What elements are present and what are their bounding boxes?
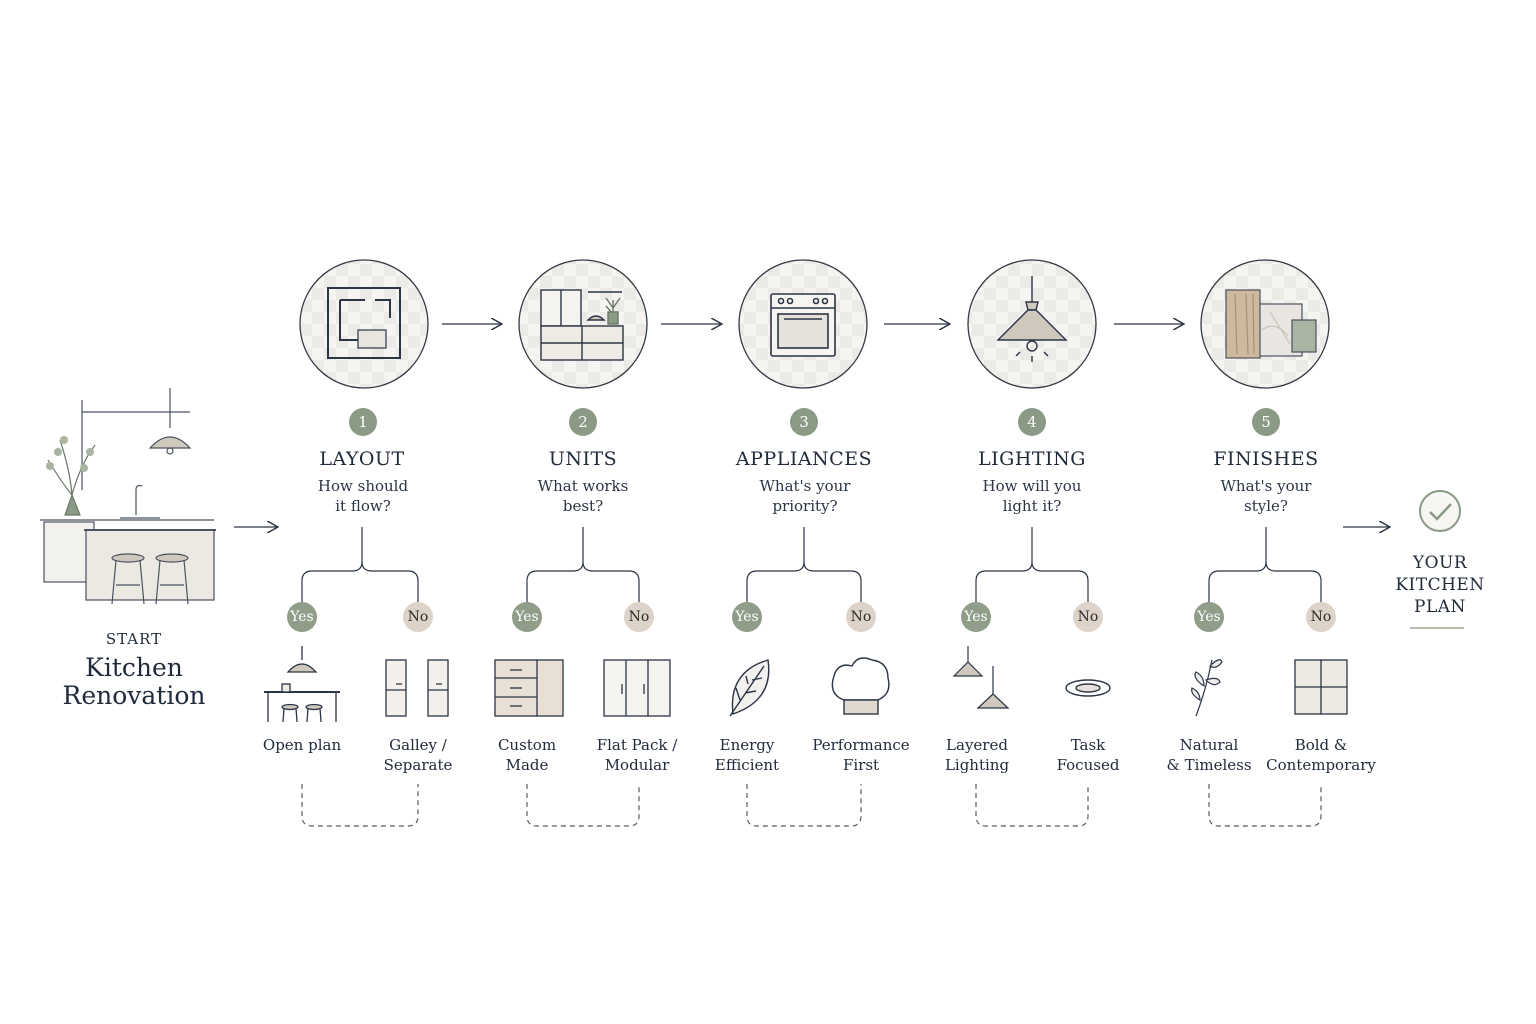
step-2-yes-option-line-2: Made — [505, 756, 549, 774]
step-5-no-option-line-2: Contemporary — [1266, 756, 1376, 774]
step-2-no-badge: No — [624, 602, 654, 632]
start-title-line-1: Kitchen — [85, 653, 183, 682]
step-3-yes-badge: Yes — [732, 602, 762, 632]
step-4-no-badge: No — [1073, 602, 1103, 632]
step-1-title: LAYOUT — [319, 448, 405, 470]
step-5-title: FINISHES — [1213, 448, 1319, 470]
step-2-circle — [518, 259, 648, 389]
chef-hat-icon — [831, 657, 890, 715]
step-5-number-badge: 5 — [1252, 408, 1280, 436]
step-1-circle — [299, 259, 429, 389]
step-2-no-option-line-1: Flat Pack / — [596, 736, 678, 754]
step-3-question-line-1: What's your — [759, 477, 851, 495]
start-kicker: START — [105, 630, 163, 648]
step-5-no-option-line-1: Bold & — [1294, 736, 1348, 754]
step-3-question-line-2: priority? — [772, 497, 838, 515]
step-2-question-line-1: What works — [537, 477, 629, 495]
step-4-title: LIGHTING — [978, 448, 1086, 470]
step-2-question-line-2: best? — [562, 497, 604, 515]
step-4-no-option-line-1: Task — [1070, 736, 1106, 754]
step-4-yes-option-line-2: Lighting — [944, 756, 1010, 774]
floor-plan-icon — [327, 287, 401, 359]
bar-stool-icon — [111, 553, 145, 605]
layered-lamps-icon — [952, 646, 1010, 709]
start-title-line-2: Renovation — [62, 681, 206, 710]
step-3-yes-option-line-1: Energy — [719, 736, 775, 754]
step-2-no-option-line-2: Modular — [604, 756, 670, 774]
step-1-no-option-line-2: Separate — [383, 756, 453, 774]
step-2-yes-badge: Yes — [512, 602, 542, 632]
step-1-no-option-line-1: Galley / — [389, 736, 447, 754]
kitchen-illustration-icon — [40, 388, 216, 605]
bar-stool-icon — [155, 553, 189, 605]
open-plan-icon — [264, 646, 340, 723]
step-1-question-line-1: How should — [317, 477, 409, 495]
downlight-icon — [1065, 679, 1111, 697]
step-4-yes-badge: Yes — [961, 602, 991, 632]
step-1-question-line-2: it flow? — [335, 497, 391, 515]
step-3-title: APPLIANCES — [735, 448, 873, 470]
step-5-yes-option-line-1: Natural — [1179, 736, 1239, 754]
step-2-yes-option-line-1: Custom — [497, 736, 557, 754]
galley-icon — [385, 659, 449, 717]
step-2-title: UNITS — [548, 448, 618, 470]
step-1-number-badge: 1 — [349, 408, 377, 436]
pendant-lamp-icon — [996, 276, 1068, 362]
custom-cabinet-icon — [494, 659, 564, 717]
tile-icon — [1294, 659, 1348, 715]
cabinets-icon — [540, 289, 624, 361]
plant-icon — [46, 436, 96, 516]
step-3-no-badge: No — [846, 602, 876, 632]
step-1-yes-badge: Yes — [287, 602, 317, 632]
check-circle-icon — [1419, 490, 1461, 532]
step-5-question-line-2: style? — [1244, 497, 1288, 515]
step-1-yes-option-line-1: Open plan — [262, 736, 342, 754]
step-1-no-badge: No — [403, 602, 433, 632]
step-5-no-badge: No — [1306, 602, 1336, 632]
step-3-no-option-line-1: Performance — [812, 736, 910, 754]
flat-pack-icon — [603, 659, 671, 717]
leaf-icon — [729, 659, 770, 717]
step-3-no-option-line-2: First — [842, 756, 880, 774]
dashed-merge-paths — [301, 784, 1322, 827]
step-4-yes-option-line-1: Layered — [946, 736, 1008, 754]
step-3-yes-option-line-2: Efficient — [714, 756, 780, 774]
end-title-line-2: KITCHEN — [1395, 575, 1485, 595]
step-5-yes-badge: Yes — [1194, 602, 1224, 632]
branch-connectors — [301, 527, 1322, 603]
step-3-number-badge: 3 — [790, 408, 818, 436]
step-5-yes-option-line-2: & Timeless — [1166, 756, 1252, 774]
step-4-no-option-line-2: Focused — [1056, 756, 1120, 774]
step-4-question-line-2: light it? — [1002, 497, 1062, 515]
botanical-sprig-icon — [1191, 659, 1223, 717]
step-4-question-line-1: How will you — [982, 477, 1082, 495]
oven-icon — [770, 293, 836, 357]
step-4-number-badge: 4 — [1018, 408, 1046, 436]
material-swatches-icon — [1225, 289, 1317, 359]
step-2-number-badge: 2 — [569, 408, 597, 436]
end-title-line-3: PLAN — [1414, 597, 1466, 617]
step-5-question-line-1: What's your — [1220, 477, 1312, 495]
end-title-line-1: YOUR — [1412, 553, 1468, 573]
